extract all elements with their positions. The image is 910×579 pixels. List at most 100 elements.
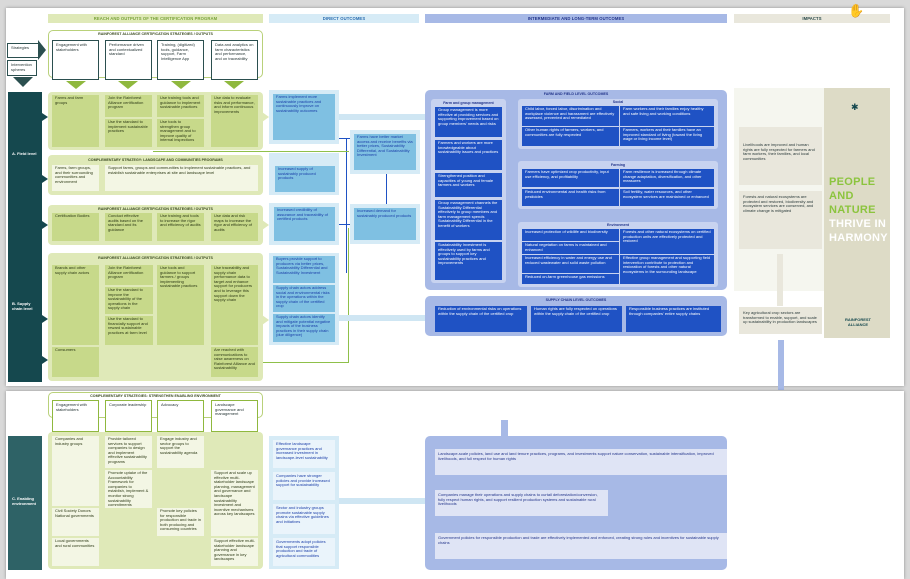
intermediate-outcome: Farm resilience is increased through cli… (620, 169, 714, 187)
intervention-spheres-label: Intervention spheres (7, 60, 37, 76)
complementary-title: COMPLEMENTARY STRATEGY: LANDSCAPE AND CO… (88, 158, 223, 162)
field-output: Use the standard to implement sustainabl… (105, 119, 152, 147)
arrow-right-icon (262, 220, 269, 230)
arrow-right-icon (38, 40, 46, 60)
key-arrow (778, 340, 784, 390)
intermediate-outcome: Other human rights of farmers, workers, … (522, 127, 619, 146)
cb-actor: Certification Bodies (52, 213, 99, 241)
intermediate-outcome: Reduced environmental and health risks f… (522, 189, 619, 206)
direct-outcome: Farms have better market access and rece… (354, 134, 416, 170)
intermediate-outcome: Strengthened position and capacities of … (435, 173, 502, 197)
header-reach: REACH AND OUTPUTS OF THE CERTIFICATION P… (48, 14, 263, 23)
field-level-label: A. Field level (12, 151, 37, 156)
intermediate-outcome: Natural vegetation on farms is maintaine… (522, 242, 619, 254)
intermediate-outcome: Soil fertility, water resources, and oth… (620, 189, 714, 206)
arrow-right-icon (42, 113, 48, 121)
intermediate-outcome: Sustainability Investment is effectively… (435, 242, 502, 280)
consumers-output: Are reached with communications to raise… (211, 347, 258, 377)
arrow-right-icon (42, 221, 48, 229)
intermediate-outcome: Farm workers and their families enjoy he… (620, 106, 714, 126)
enabling-intermediate: Companies manage their operations and su… (435, 490, 608, 516)
strategies-container (48, 30, 263, 78)
enabling-strategies-container (48, 392, 263, 418)
vertical-connector (501, 420, 508, 436)
enabling-direct: Companies have stronger policies and pro… (273, 472, 335, 500)
field-actor: Farms and farm groups (52, 95, 99, 147)
header-direct: DIRECT OUTCOMES (269, 14, 419, 23)
chevron-down-icon (66, 81, 86, 89)
connector-line (386, 170, 387, 208)
supply-outcome: Reduction of environmental risks on oper… (435, 306, 527, 332)
header-impacts: IMPACTS (734, 14, 890, 23)
enabling-title: COMPLEMENTARY STRATEGIES: STRENGTHEN ENA… (90, 394, 221, 398)
enabling-output: Support effective multi-stakeholder land… (211, 538, 258, 566)
supply-outcomes-title: SUPPLY CHAIN LEVEL OUTCOMES (545, 298, 607, 302)
social-title: Social (612, 100, 624, 104)
frog-logo-icon: ✱ (851, 102, 859, 112)
direct-outcome: Increased demand for sustainably produce… (354, 208, 416, 240)
sidebar-enabling (8, 436, 42, 570)
sc-output: Join the Rainforest Alliance certificati… (105, 265, 153, 285)
direct-outcome: Increased supply of sustainably produced… (275, 166, 335, 192)
arrow-right-icon (262, 112, 269, 122)
slogan-line: NATURE (829, 204, 876, 216)
farm-outcomes-title: FARM AND FIELD LEVEL OUTCOMES (543, 92, 609, 96)
group-title: Farm and group management (443, 101, 494, 105)
connector-line (263, 362, 348, 363)
connector-line (346, 138, 347, 273)
enabling-output: Provide tailored services to support com… (105, 436, 152, 468)
enabling-direct: Sector and industry groups promote susta… (273, 504, 335, 534)
flow-arrow (339, 498, 425, 504)
header-intermediate: INTERMEDIATE AND LONG-TERM OUTCOMES (425, 14, 727, 23)
enabling-label: C. Enabling environment (12, 496, 37, 506)
comp-actor: Farms, farm groups, and their surroundin… (52, 165, 99, 191)
cb-output: Conduct effective audits based on the st… (105, 213, 152, 241)
enabling-output: Engage industry and sector groups to sup… (157, 436, 204, 468)
strategy-box: Performance driven and contextualized st… (105, 40, 152, 80)
intermediate-outcome: Farmers have optimized crop productivity… (522, 169, 619, 187)
intermediate-outcome: Farmers, workers and their families have… (620, 127, 714, 146)
farming-title: Farming (610, 163, 626, 167)
flow-arrow (339, 114, 425, 120)
strategy-box: Training, (digitized) tools, guidance, s… (157, 40, 204, 80)
cert-strategies-title: RAINFOREST ALLIANCE CERTIFICATION STRATE… (98, 256, 213, 260)
chevron-down-icon (224, 81, 244, 89)
direct-outcome: Supply chain actors address social and e… (273, 285, 335, 312)
slogan-line: AND (829, 190, 854, 202)
direct-outcome: Increased credibility of assurance and t… (274, 207, 335, 241)
slogan-panel (824, 88, 890, 338)
cb-output: Use training and tools to increase the r… (157, 213, 204, 241)
slogan-line: HARMONY (829, 232, 888, 244)
comp-output: Support farms, groups and communities to… (105, 165, 258, 191)
chevron-down-icon (118, 81, 138, 89)
rainforest-alliance-logo: RAINFOREST ALLIANCE (845, 317, 871, 327)
arrow-right-icon (42, 356, 48, 364)
chevron-down-icon (171, 81, 191, 89)
arrow-right-icon (42, 315, 48, 323)
connector-line (339, 224, 351, 225)
direct-outcome: Supply chain actors identify and mitigat… (273, 314, 335, 342)
impact-livelihoods: Livelihoods are improved and human right… (739, 127, 822, 185)
sc-actor: Brands and other supply chain actors (52, 265, 99, 345)
connector-line (153, 151, 349, 152)
cert-strategies-title: RAINFOREST ALLIANCE CERTIFICATION STRATE… (98, 32, 213, 36)
intermediate-outcome: Farmers and workers are more knowledgeab… (435, 140, 502, 170)
intermediate-outcome: Group management channels the Sustainabi… (435, 200, 502, 240)
field-output: Use data to evaluate risks and performan… (211, 95, 258, 147)
supply-chain-level-label: B. Supply chain level (12, 301, 33, 311)
arrow-right-icon (262, 315, 269, 325)
connector-line (339, 138, 351, 139)
cert-strategies-title: RAINFOREST ALLIANCE CERTIFICATION STRATE… (98, 207, 213, 211)
enabling-strategy: Engagement with stakeholders (52, 400, 99, 432)
supply-outcome: Responsible business practices are insti… (626, 306, 721, 332)
enabling-actor: Civil Society Donors National government… (52, 508, 99, 536)
enabling-strategy: Advocacy (157, 400, 204, 432)
sc-output: Use the standard to improve the sustaina… (105, 287, 153, 314)
impact-sectors: Key agricultural crop sectors are transf… (739, 307, 822, 334)
intermediate-outcome: Increased efficiency in water and energy… (522, 255, 619, 273)
flow-arrow (339, 315, 425, 321)
slogan: PEOPLE AND NATURE THRIVE IN HARMONY (829, 175, 888, 245)
arrow-down-icon (13, 77, 33, 87)
enabling-intermediate: Government policies for responsible prod… (435, 533, 727, 559)
intermediate-outcome: Effective group management and supportin… (620, 255, 714, 284)
